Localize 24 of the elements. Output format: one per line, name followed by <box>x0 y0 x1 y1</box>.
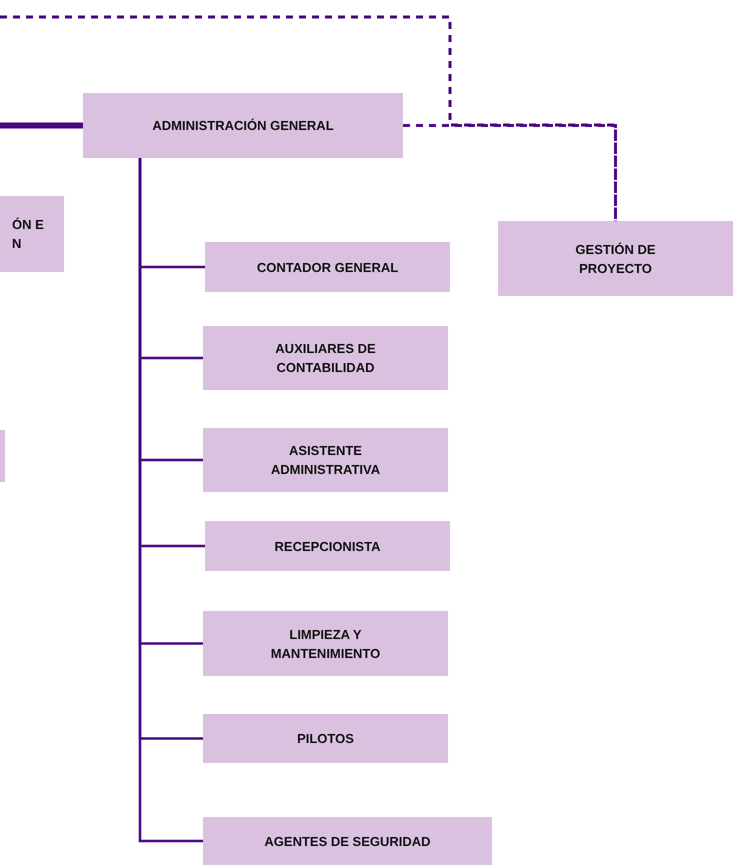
position-box <box>203 714 448 763</box>
position-title: AGENTES DE SEGURIDAD <box>263 832 432 850</box>
connector-line <box>0 122 83 128</box>
position-box <box>205 521 450 571</box>
position-title: CONTADOR GENERAL <box>256 258 400 276</box>
position-title: GESTIÓN DE PROYECTO <box>574 240 657 278</box>
position-title: ÓN E N <box>12 216 45 253</box>
position-title: ASISTENTE ADMINISTRATIVA <box>270 442 382 479</box>
partial-box <box>0 430 5 482</box>
dashed-connector <box>403 124 617 221</box>
position-box <box>203 611 448 676</box>
position-title: RECEPCIONISTA <box>274 538 382 556</box>
position-box <box>498 221 733 296</box>
position-box <box>203 817 492 865</box>
position-box <box>203 428 448 492</box>
position-box <box>0 196 64 272</box>
position-title: AUXILIARES DE CONTABILIDAD <box>274 340 377 377</box>
position-box <box>83 93 403 158</box>
position-box <box>205 242 450 292</box>
position-title: ADMINISTRACIÓN GENERAL <box>151 117 335 135</box>
position-box <box>203 326 448 390</box>
dashed-connector <box>0 16 617 221</box>
position-title: PILOTOS <box>296 730 355 748</box>
position-title: LIMPIEZA Y MANTENIMIENTO <box>270 626 382 662</box>
